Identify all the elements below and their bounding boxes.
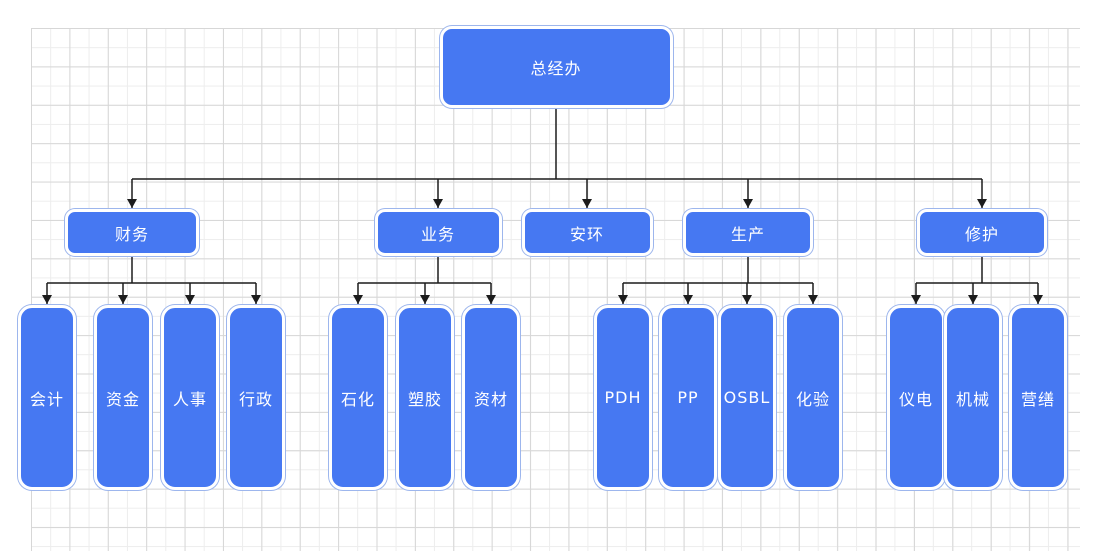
org-node-funds[interactable]: 资金 xyxy=(94,305,152,490)
org-node-plastics[interactable]: 塑胶 xyxy=(396,305,454,490)
org-node-label: 行政 xyxy=(238,389,273,409)
org-node-label: OSBL xyxy=(723,388,771,407)
org-node-label: 化验 xyxy=(795,389,830,409)
org-node-label: 人事 xyxy=(172,389,207,409)
org-node-label: PDH xyxy=(604,388,642,407)
org-node-pdh[interactable]: PDH xyxy=(594,305,652,490)
org-node-label: 仪电 xyxy=(898,389,933,409)
org-node-materials[interactable]: 资材 xyxy=(462,305,520,490)
org-node-accounting[interactable]: 会计 xyxy=(18,305,76,490)
org-node-business[interactable]: 业务 xyxy=(374,209,502,256)
org-node-label: PP xyxy=(677,388,699,407)
org-node-mechanical[interactable]: 机械 xyxy=(944,305,1002,490)
org-node-pp[interactable]: PP xyxy=(659,305,717,490)
org-node-safety-env[interactable]: 安环 xyxy=(521,209,653,256)
org-node-label: 会计 xyxy=(29,389,64,409)
org-node-label: 安环 xyxy=(569,224,604,244)
org-node-general-office[interactable]: 总经办 xyxy=(439,26,673,108)
org-node-label: 总经办 xyxy=(530,59,582,78)
org-node-label: 财务 xyxy=(114,224,149,244)
org-node-label: 石化 xyxy=(340,389,375,409)
org-node-label: 机械 xyxy=(955,389,990,409)
org-node-label: 修护 xyxy=(964,224,999,244)
org-node-label: 业务 xyxy=(420,224,455,244)
org-node-label: 塑胶 xyxy=(407,389,442,409)
org-node-lab[interactable]: 化验 xyxy=(784,305,842,490)
org-node-label: 资金 xyxy=(105,389,140,409)
org-node-hr[interactable]: 人事 xyxy=(161,305,219,490)
org-node-osbl[interactable]: OSBL xyxy=(718,305,776,490)
org-node-label: 资材 xyxy=(473,389,508,409)
org-node-finance[interactable]: 财务 xyxy=(65,209,199,256)
org-node-admin[interactable]: 行政 xyxy=(227,305,285,490)
org-node-petrochemical[interactable]: 石化 xyxy=(329,305,387,490)
org-node-instrument-electrical[interactable]: 仪电 xyxy=(887,305,945,490)
org-node-label: 营缮 xyxy=(1020,389,1055,409)
org-node-maintenance[interactable]: 修护 xyxy=(917,209,1047,256)
org-node-building[interactable]: 营缮 xyxy=(1009,305,1067,490)
org-node-label: 生产 xyxy=(730,224,765,244)
org-node-production[interactable]: 生产 xyxy=(683,209,813,256)
